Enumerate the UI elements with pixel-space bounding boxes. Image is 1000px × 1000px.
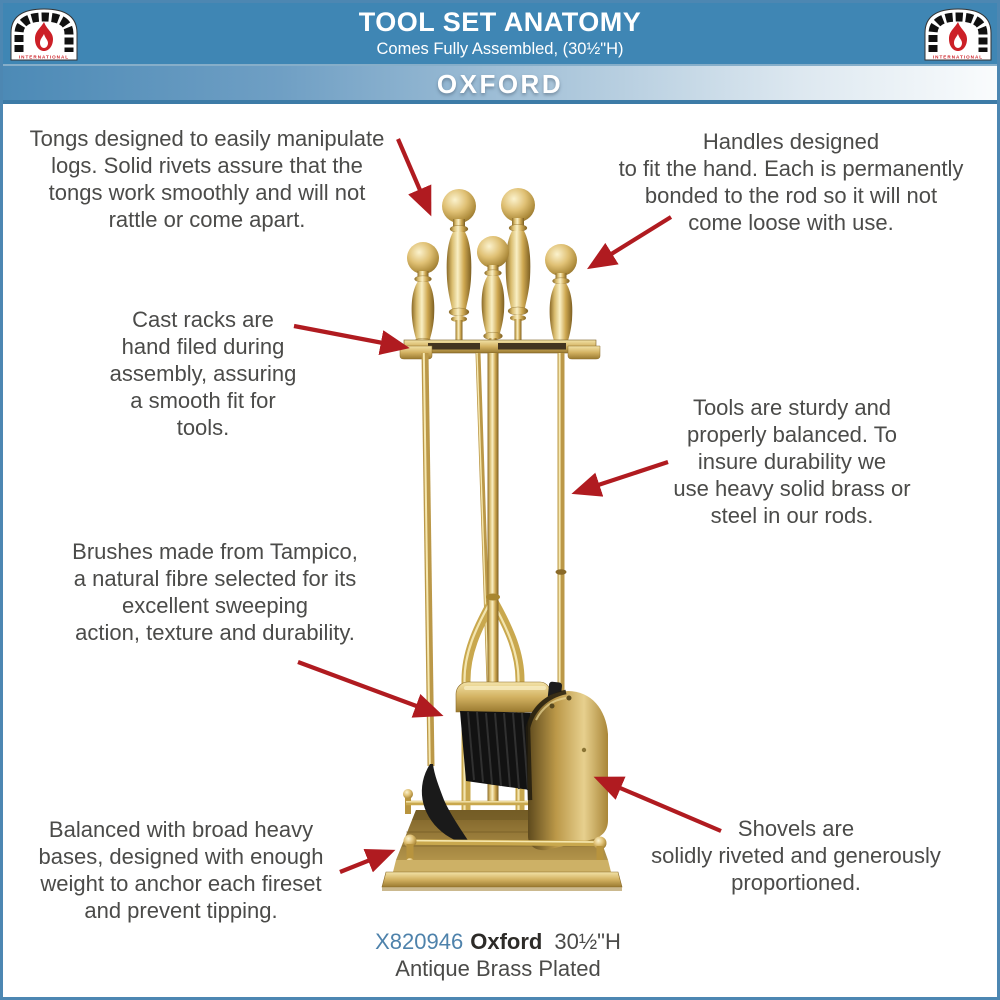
model-name-bar: OXFORD	[0, 64, 1000, 104]
page-title: TOOL SET ANATOMY	[358, 7, 642, 37]
product-sku: X820946	[375, 929, 464, 954]
model-name: OXFORD	[436, 69, 564, 99]
note-brushes: Brushes made from Tampico,a natural fibr…	[72, 539, 358, 645]
cast-rack	[399, 339, 601, 360]
product-name: Oxford	[470, 929, 543, 954]
page-subtitle: Comes Fully Assembled, (30½"H)	[376, 40, 624, 58]
base-plinth	[381, 860, 623, 891]
logo-arch-tiles	[928, 12, 988, 52]
flame-inner	[954, 34, 962, 48]
logo-text: INTERNATIONAL	[933, 55, 983, 60]
brand-logo-left: INTERNATIONAL	[6, 6, 82, 62]
stand-column	[486, 353, 500, 805]
logo-text: INTERNATIONAL	[19, 55, 69, 60]
shovel	[525, 681, 608, 851]
tool-handles	[406, 187, 578, 355]
logo-arch-tiles	[14, 12, 74, 52]
flame-inner	[40, 34, 48, 48]
product-illustration	[370, 160, 650, 900]
base-front-rail	[403, 834, 607, 868]
product-height: 30½"H	[554, 929, 621, 954]
tong-claw	[421, 764, 471, 845]
brand-logo-right: INTERNATIONAL	[920, 6, 996, 62]
product-finish: Antique Brass Plated	[395, 956, 601, 981]
header: TOOL SET ANATOMY Comes Fully Assembled, …	[0, 0, 1000, 64]
